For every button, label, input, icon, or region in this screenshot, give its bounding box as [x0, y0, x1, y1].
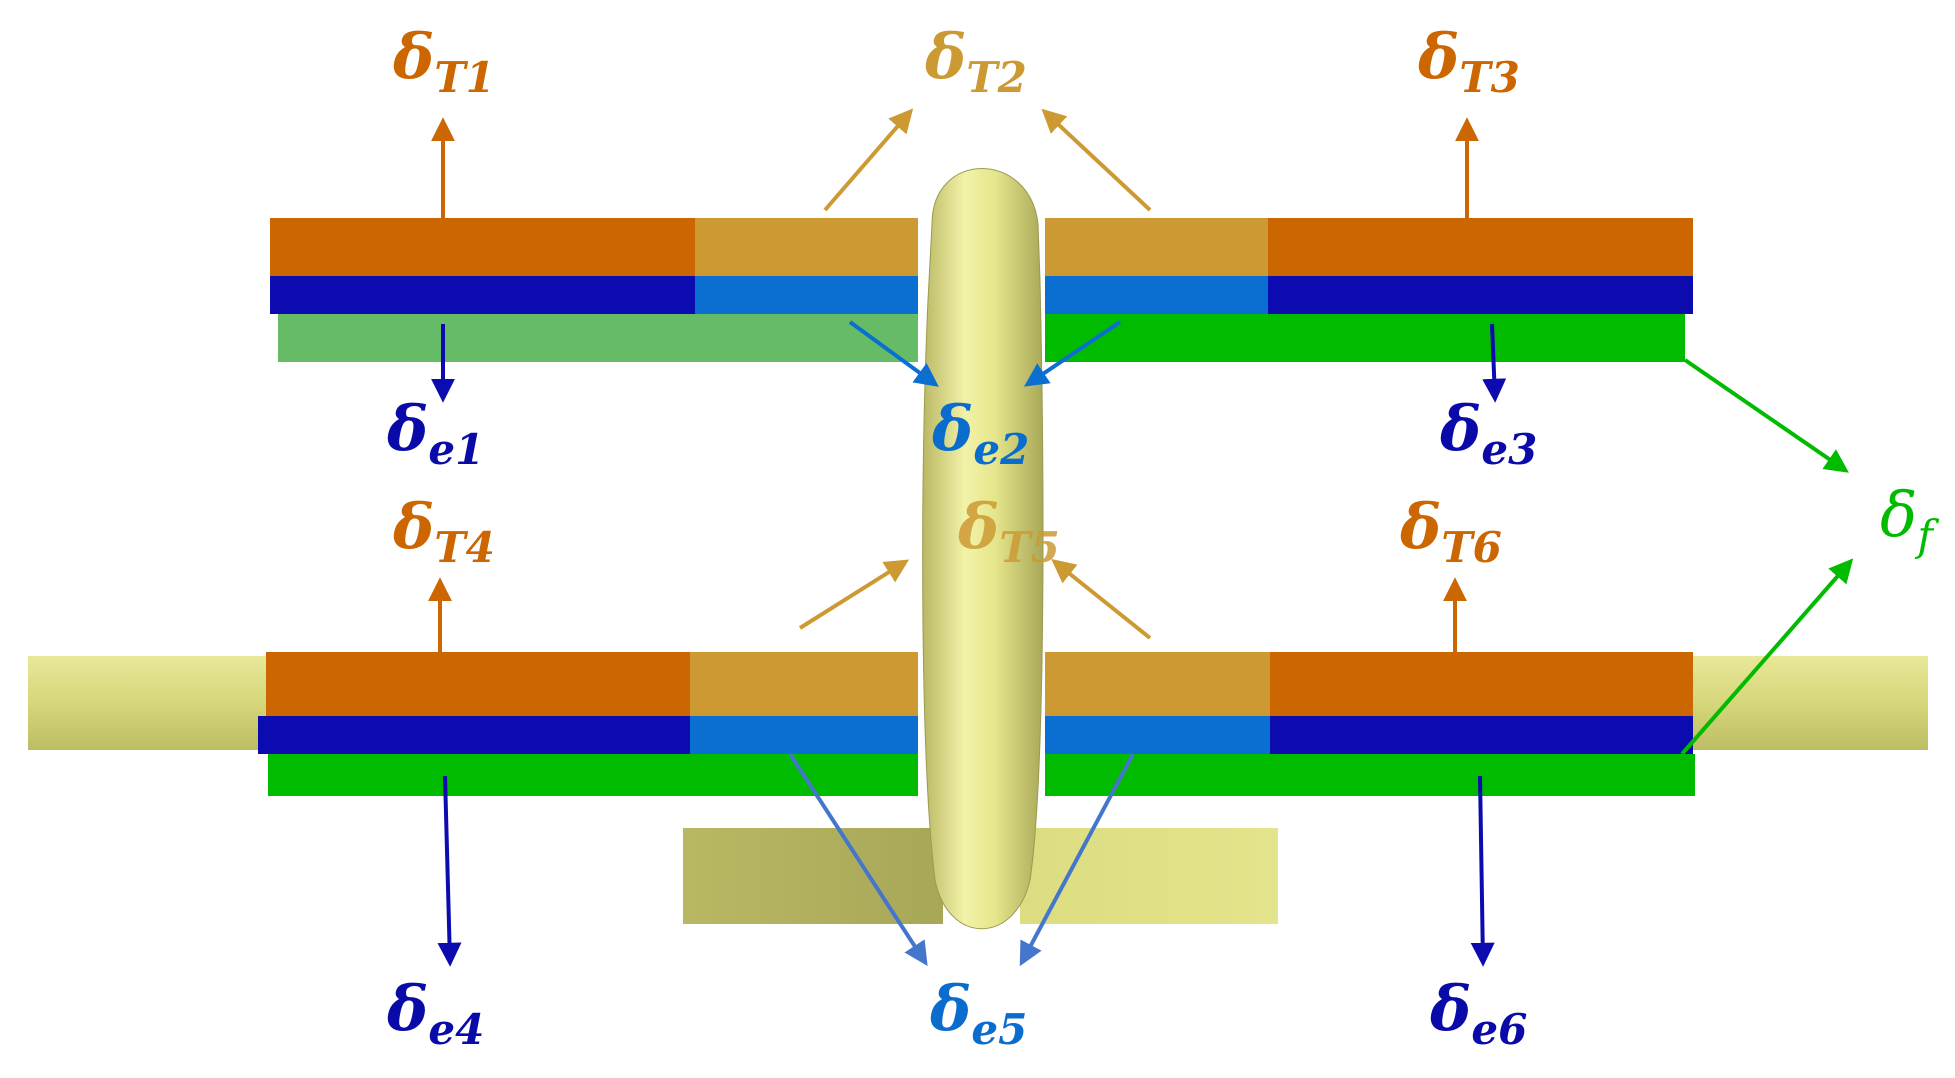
tail-right [1020, 828, 1278, 924]
arrow-e6 [1470, 775, 1495, 967]
rear-right-elevator-inner [1045, 716, 1270, 754]
front-right-throttle-outer [1268, 218, 1693, 276]
fuselage [922, 168, 1044, 930]
label-f: δf [1880, 478, 1939, 560]
label-e3: δe3 [1439, 392, 1537, 474]
label-e2: δe2 [931, 392, 1029, 474]
arrow-e4 [437, 775, 462, 967]
left-boom [28, 656, 278, 750]
arrow-T2-right [1041, 108, 1152, 212]
arrow-T2-left [823, 108, 914, 212]
front-right-flap [1045, 314, 1685, 362]
label-T5: δT5 [957, 490, 1060, 572]
label-T2: δT2 [924, 20, 1027, 102]
rear-right-flap [1045, 754, 1695, 796]
label-e4: δe4 [386, 972, 484, 1054]
label-T1: δT1 [392, 20, 495, 102]
arrow-e2-left [848, 320, 939, 387]
arrow-e5-left [788, 752, 928, 967]
label-e6: δe6 [1429, 972, 1527, 1054]
front-left-throttle-inner [695, 218, 918, 276]
front-wing-left [270, 218, 918, 362]
arrow-T5-right [1051, 559, 1152, 640]
front-right-elevator-inner [1045, 276, 1268, 314]
tail-left [683, 828, 943, 924]
label-e1: δe1 [386, 392, 484, 474]
rear-left-throttle-inner [690, 652, 918, 716]
rear-left-throttle-outer [266, 652, 690, 716]
rear-left-elevator-inner [690, 716, 918, 754]
rear-wing-left [258, 652, 918, 796]
arrow-T5-left [798, 559, 910, 630]
rear-right-elevator-outer [1270, 716, 1693, 754]
arrow-f-upper [1683, 358, 1849, 473]
labels: δT1 δT2 δT3 δe1 δe2 δe3 δT4 δT5 δT6 δf δ… [386, 20, 1939, 1054]
right-boom [1683, 656, 1928, 750]
rear-right-throttle-outer [1270, 652, 1693, 716]
front-right-throttle-inner [1045, 218, 1268, 276]
rear-wing-right [1045, 652, 1695, 796]
arrow-e5-right [1019, 753, 1135, 967]
front-right-elevator-outer [1268, 276, 1693, 314]
label-T4: δT4 [392, 490, 495, 572]
front-left-elevator-outer [270, 276, 695, 314]
rear-right-throttle-inner [1045, 652, 1270, 716]
front-left-elevator-inner [695, 276, 918, 314]
front-left-throttle-outer [270, 218, 695, 276]
rear-left-flap [268, 754, 918, 796]
arrow-f-lower [1680, 558, 1854, 756]
label-T6: δT6 [1399, 490, 1502, 572]
front-wing-right [1045, 218, 1693, 362]
front-left-flap [278, 314, 918, 362]
arrow-e3 [1482, 323, 1507, 403]
arrows [428, 108, 1854, 967]
label-e5: δe5 [929, 972, 1027, 1054]
rear-left-elevator-outer [258, 716, 690, 754]
label-T3: δT3 [1417, 20, 1520, 102]
arrow-e2-right [1024, 320, 1122, 387]
